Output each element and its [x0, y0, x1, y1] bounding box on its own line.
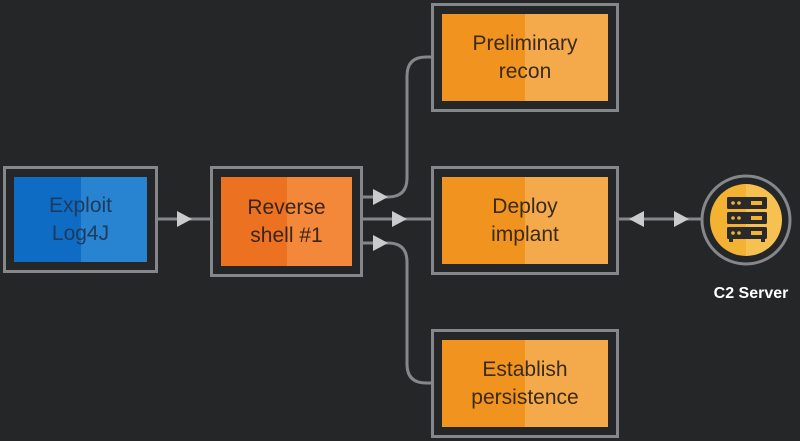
node-preliminary-recon[interactable]: Preliminary recon — [431, 3, 619, 112]
fill-left — [14, 177, 81, 262]
edge-shell-to-recon — [362, 55, 432, 199]
node-deploy-implant[interactable]: Deploy implant — [431, 166, 619, 275]
arrowhead-icon — [373, 235, 388, 251]
c2-server-label: C2 Server — [713, 285, 789, 302]
arrowhead-icon — [373, 189, 388, 205]
fill-left — [221, 177, 287, 266]
server-rack-icon — [727, 197, 767, 242]
node-exploit-log4j[interactable]: Exploit Log4J — [3, 166, 158, 273]
arrowhead-icon — [629, 211, 644, 227]
fill-right — [80, 177, 147, 262]
fill-left — [442, 177, 525, 264]
node-label: Preliminary recon — [472, 31, 578, 83]
node-label: Deploy implant — [491, 194, 559, 246]
arrowhead-icon — [674, 211, 689, 227]
edge-shell-to-persistence — [362, 241, 432, 385]
fill-right — [525, 340, 608, 427]
node-establish-persistence[interactable]: Establish persistence — [431, 329, 619, 438]
arrowhead-icon — [392, 211, 407, 227]
fill-right — [525, 177, 608, 264]
arrowhead-icon — [177, 211, 192, 227]
c2-server-node — [700, 174, 792, 266]
fill-left — [442, 340, 525, 427]
fill-left — [442, 14, 525, 101]
fill-right — [525, 14, 608, 101]
node-label: Reverse shell #1 — [247, 195, 326, 247]
node-reverse-shell[interactable]: Reverse shell #1 — [210, 166, 363, 277]
fill-right — [286, 177, 352, 266]
node-label: Establish persistence — [471, 357, 579, 409]
node-label: Exploit Log4J — [48, 193, 113, 245]
